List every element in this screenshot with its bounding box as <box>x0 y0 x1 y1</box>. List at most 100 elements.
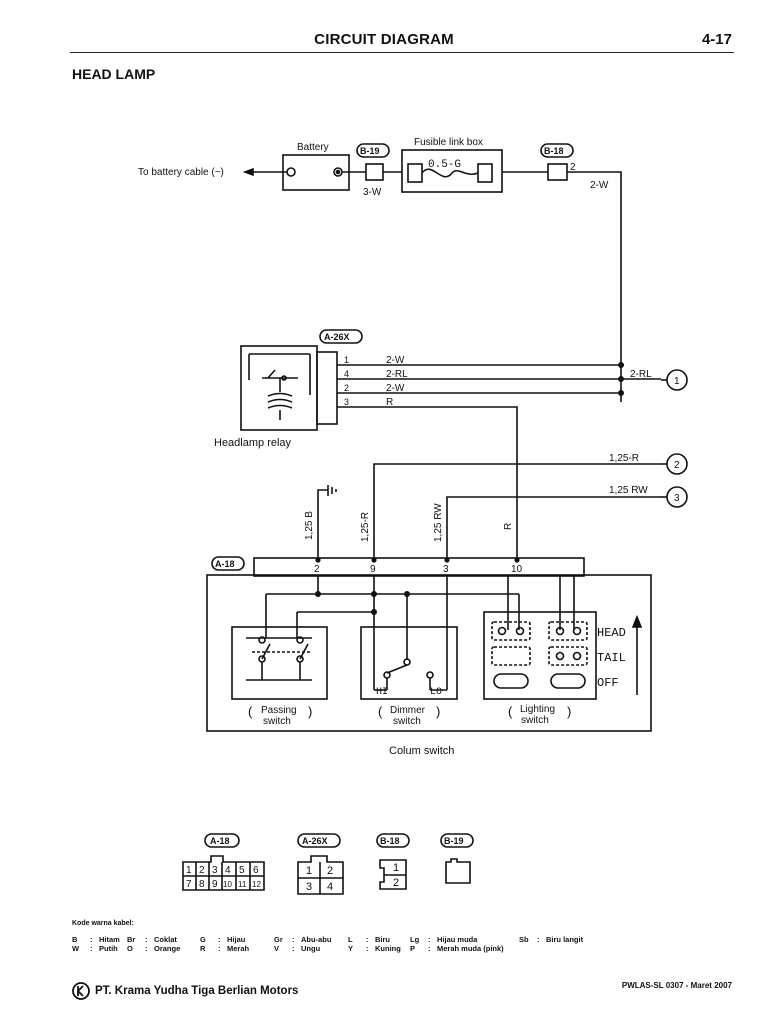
a18-pin-3: 3 <box>443 564 449 575</box>
a26x-cell-2: 2 <box>327 865 333 877</box>
legend-code: L <box>348 935 353 944</box>
legend-item: Lg: Hijau muda <box>410 935 477 944</box>
face-a18-label: A-18 <box>210 836 230 846</box>
wire-2rl-label: 2-RL <box>630 369 652 380</box>
legend-color-name: Merah <box>227 944 250 953</box>
legend-code: Sb <box>519 935 529 944</box>
lighting-switch-label-2: switch <box>521 715 549 726</box>
wire-125rw-right-label: 1,25 RW <box>609 485 648 496</box>
legend-item: G:Hijau <box>200 935 245 944</box>
a18-connector-strip <box>253 557 585 577</box>
vert-125b-label: 1,25 B <box>304 511 315 540</box>
dimmer-switch-box <box>360 626 458 700</box>
a18-cell-2: 2 <box>199 865 205 876</box>
a18-cell-12: 12 <box>252 880 261 889</box>
legend-color-name: Merah muda (pink) <box>437 944 504 953</box>
legend-separator: : <box>292 935 295 944</box>
a18-pin-2: 2 <box>314 564 320 575</box>
battery-neg-terminal <box>286 167 296 177</box>
legend-color-name: Putih <box>99 944 118 953</box>
svg-text:(: ( <box>508 704 513 719</box>
wire-3w-label: 3-W <box>363 187 382 198</box>
legend-item: P:Merah muda (pink) <box>410 944 504 953</box>
legend-color-name: Ungu <box>301 944 321 953</box>
legend-color-name: Biru <box>375 935 390 944</box>
legend-separator: : <box>537 935 540 944</box>
column-switch-body <box>206 574 652 732</box>
legend-separator: : <box>90 944 93 953</box>
a18-label-oval <box>211 556 245 571</box>
legend-item: W: Putih <box>72 944 118 953</box>
battery-cable-arrow <box>242 167 254 177</box>
legend-code: Lg <box>410 935 420 944</box>
relay-wire-2: 2-W <box>386 383 405 394</box>
legend-code: Y <box>348 944 354 953</box>
b18-label: B-18 <box>544 146 564 156</box>
svg-text:): ) <box>308 704 312 719</box>
a26x-connector-face <box>297 855 344 895</box>
legend-color-name: Abu-abu <box>301 935 332 944</box>
b19-label-oval <box>356 143 390 158</box>
a18-pin-10: 10 <box>511 564 523 575</box>
face-b19-label: B-19 <box>444 836 464 846</box>
fusible-link-box <box>401 149 503 193</box>
fuse-element <box>421 168 479 178</box>
a18-label: A-18 <box>215 559 235 569</box>
vert-125r-label: 1,25-R <box>360 512 371 542</box>
relay-pin-2: 2 <box>344 383 349 393</box>
battery-label: Battery <box>297 142 329 153</box>
legend-color-name: Hijau <box>227 935 246 944</box>
legend-separator: : <box>366 944 369 953</box>
legend-item: B:Hitam <box>72 935 120 944</box>
legend-code: R <box>200 944 206 953</box>
b18-cell-1: 1 <box>393 862 399 874</box>
passing-switch-box <box>231 626 328 700</box>
dimmer-switch-label-2: switch <box>393 716 421 727</box>
wire-125rw <box>446 496 661 560</box>
legend-color-name: Orange <box>154 944 181 953</box>
wire-125r <box>373 463 661 560</box>
a18-pin-9: 9 <box>370 564 376 575</box>
dimmer-hi-label: HI <box>376 687 388 698</box>
legend-separator: : <box>428 944 431 953</box>
vert-125rw-label: 1,25 RW <box>433 503 444 542</box>
relay-coil <box>267 392 293 409</box>
a18-cell-9: 9 <box>212 879 218 890</box>
battery-cable-label: To battery cable (−) <box>138 167 224 178</box>
relay-wire-4: 2-RL <box>386 369 408 380</box>
legend-color-name: Hitam <box>99 935 120 944</box>
a18-cell-8: 8 <box>199 879 205 890</box>
footer-company: PT. Krama Yudha Tiga Berlian Motors <box>95 985 299 997</box>
a26x-connector-block <box>316 351 338 425</box>
a18-cell-6: 6 <box>253 865 259 876</box>
a18-cell-4: 4 <box>225 865 231 876</box>
b19-connector-symbol <box>365 163 384 181</box>
a26x-label: A-26X <box>324 332 350 342</box>
face-a26x-label: A-26X <box>302 836 328 846</box>
legend-separator: : <box>292 944 295 953</box>
legend-item: R: Merah <box>200 944 249 953</box>
a26x-cell-3: 3 <box>306 881 312 893</box>
passing-switch-label-1: Passing <box>261 705 297 716</box>
legend-code: O <box>127 944 133 953</box>
wire-2w-main <box>567 171 622 402</box>
lighting-off-label: OFF <box>597 676 619 690</box>
b19-label: B-19 <box>360 146 380 156</box>
legend-item: Gr:Abu-abu <box>274 935 331 944</box>
a26x-cell-4: 4 <box>327 881 333 893</box>
legend-color-name: Hijau muda <box>437 935 478 944</box>
page-header-title: CIRCUIT DIAGRAM <box>314 31 454 48</box>
lighting-tail-label: TAIL <box>597 651 626 665</box>
face-b18-label: B-18 <box>380 836 400 846</box>
legend-color-name: Kuning <box>375 944 401 953</box>
dimmer-switch-label-1: Dimmer <box>390 705 426 716</box>
legend-separator: : <box>218 944 221 953</box>
legend-separator: : <box>428 935 431 944</box>
headlamp-relay-label: Headlamp relay <box>214 437 292 449</box>
dimmer-lo-label: LO <box>430 687 442 698</box>
svg-text:(: ( <box>248 704 253 719</box>
legend-code: W <box>72 944 80 953</box>
wire-ground <box>317 489 328 560</box>
headlamp-relay-body <box>240 345 318 431</box>
